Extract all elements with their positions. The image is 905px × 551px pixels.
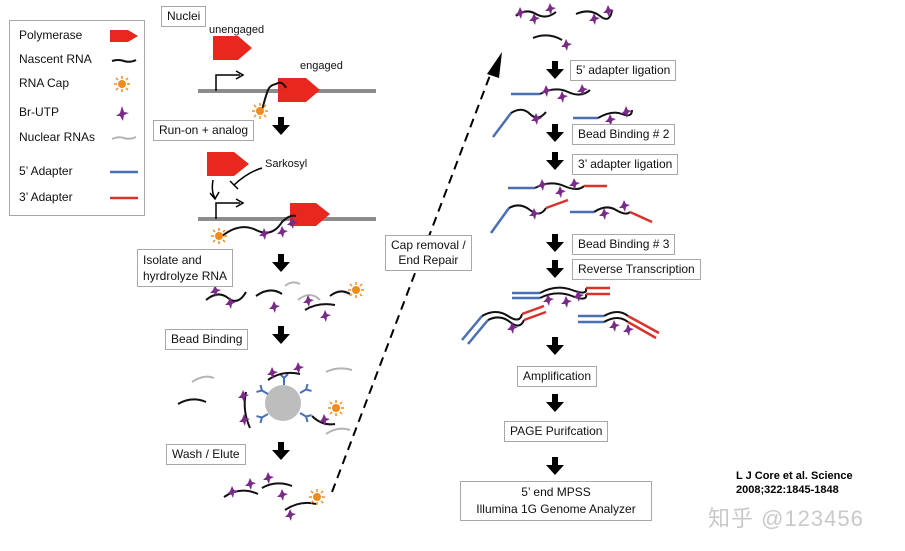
citation: L J Core et al. Science 2008;322:1845-18… bbox=[736, 469, 853, 497]
citation-line-2: 2008;322:1845-1848 bbox=[736, 484, 839, 496]
legend-label: RNA Cap bbox=[19, 76, 70, 90]
nuclei-label: Nuclei bbox=[161, 6, 207, 27]
bead-binding-step: Bead Binding bbox=[165, 329, 249, 350]
nuclear-rna-line-icon bbox=[111, 136, 137, 140]
dashed-flow-arrow bbox=[331, 69, 493, 493]
polymerase-unengaged bbox=[213, 36, 252, 60]
down-arrow-icon bbox=[546, 260, 564, 278]
cap-removal-line-2: End Repair bbox=[398, 253, 459, 267]
legend-box: Polymerase Nascent RNA RNA Cap Br-UTP Nu… bbox=[9, 20, 145, 216]
adapter-3-line-icon bbox=[110, 196, 138, 200]
legend-label: Polymerase bbox=[19, 28, 83, 42]
isolate-line-2: hyrdrolyze RNA bbox=[143, 269, 228, 283]
down-arrow-icon bbox=[546, 152, 564, 170]
tss-arrow bbox=[215, 74, 240, 91]
nascent-rna-line-icon bbox=[111, 59, 137, 63]
polymerase-released bbox=[207, 152, 249, 176]
legend-item-3-adapter: 3’ Adapter bbox=[10, 189, 146, 207]
down-arrow-icon bbox=[546, 394, 564, 412]
legend-item-rna-cap: RNA Cap bbox=[10, 75, 146, 93]
unengaged-label: unengaged bbox=[209, 24, 265, 36]
legend-label: Nascent RNA bbox=[19, 52, 92, 66]
bead-binding-3-step: Bead Binding # 3 bbox=[572, 234, 676, 255]
run-on-step: Run-on + analog bbox=[153, 120, 255, 141]
adapter3-ligation-step: 3’ adapter ligation bbox=[572, 154, 679, 175]
engaged-label: engaged bbox=[300, 60, 343, 72]
mpss-step: 5’ end MPSS Illumina 1G Genome Analyzer bbox=[460, 481, 652, 521]
rna-cap-sun-icon bbox=[114, 76, 130, 92]
legend-item-5-adapter: 5’ Adapter bbox=[10, 163, 146, 181]
polymerase-icon bbox=[110, 30, 138, 42]
down-arrow-icon bbox=[272, 254, 290, 272]
watermark: 知乎 @123456 bbox=[708, 506, 864, 531]
legend-label: 3’ Adapter bbox=[19, 190, 73, 204]
legend-item-polymerase: Polymerase bbox=[10, 27, 146, 45]
legend-item-nuclear-rnas: Nuclear RNAs bbox=[10, 129, 146, 147]
down-arrow-icon bbox=[272, 326, 290, 344]
down-arrow-icon bbox=[272, 117, 290, 135]
reverse-transcription-step: Reverse Transcription bbox=[572, 259, 701, 280]
sarkosyl-inhibit bbox=[233, 167, 263, 186]
sarkosyl-label: Sarkosyl bbox=[265, 158, 308, 170]
cap-removal-step: Cap removal / End Repair bbox=[385, 235, 472, 271]
page-purification-step: PAGE Purifcation bbox=[504, 421, 609, 442]
polymerase-engaged bbox=[278, 78, 320, 102]
down-arrow-icon bbox=[546, 124, 564, 142]
adapter5-ligation-step: 5’ adapter ligation bbox=[570, 60, 677, 81]
isolate-step: Isolate and hyrdrolyze RNA bbox=[137, 249, 234, 287]
isolate-line-1: Isolate and bbox=[143, 253, 202, 267]
amplification-step: Amplification bbox=[517, 366, 598, 387]
down-arrow-icon bbox=[272, 442, 290, 460]
br-utp-star-icon bbox=[116, 106, 129, 121]
down-arrow-icon bbox=[546, 457, 564, 475]
wash-elute-step: Wash / Elute bbox=[166, 444, 246, 465]
citation-line-1: L J Core et al. Science bbox=[736, 470, 853, 482]
down-arrow-icon bbox=[546, 61, 564, 79]
down-arrow-icon bbox=[546, 337, 564, 355]
rna-cap-icon bbox=[251, 102, 269, 120]
adapter-5-line-icon bbox=[110, 170, 138, 174]
mpss-line-1: 5’ end MPSS bbox=[521, 485, 591, 499]
bead-binding-2-step: Bead Binding # 2 bbox=[572, 124, 676, 145]
legend-label: Nuclear RNAs bbox=[19, 130, 96, 144]
nascent-rna bbox=[261, 81, 287, 111]
down-arrow-icon bbox=[546, 234, 564, 252]
legend-label: Br-UTP bbox=[19, 105, 59, 119]
legend-item-nascent-rna: Nascent RNA bbox=[10, 51, 146, 69]
cap-removal-line-1: Cap removal / bbox=[391, 238, 466, 252]
legend-item-br-utp: Br-UTP bbox=[10, 104, 146, 122]
bead bbox=[265, 385, 301, 421]
legend-label: 5’ Adapter bbox=[19, 164, 73, 178]
mpss-line-2: Illumina 1G Genome Analyzer bbox=[476, 502, 636, 516]
